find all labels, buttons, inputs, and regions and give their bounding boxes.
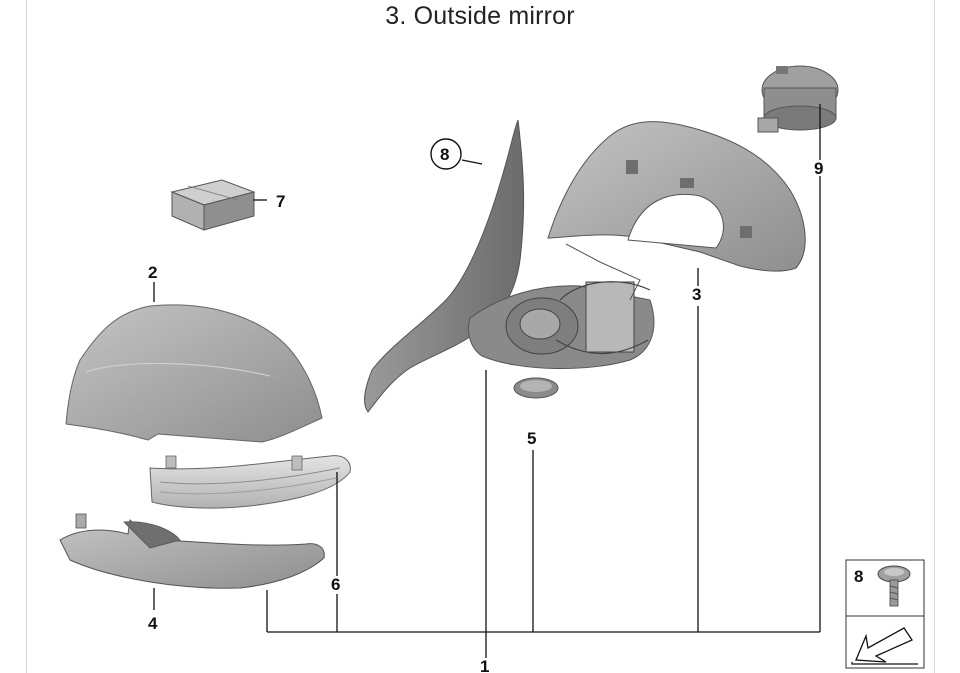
callout-4: 4 bbox=[148, 614, 158, 633]
part-3-mirror-housing bbox=[547, 121, 806, 272]
leader-lines bbox=[153, 104, 821, 658]
page-title: 3. Outside mirror bbox=[385, 2, 575, 30]
screw-legend-box: 8 bbox=[845, 559, 925, 617]
left-border bbox=[26, 0, 27, 673]
part-9-motor bbox=[757, 65, 839, 133]
callout-5: 5 bbox=[527, 429, 536, 448]
part-2-mirror-cap bbox=[65, 304, 323, 443]
part-4-lower-cover bbox=[59, 513, 325, 589]
callout-8-circled: 8 bbox=[430, 138, 462, 170]
part-6-turn-signal bbox=[149, 455, 351, 509]
arrow-legend-box bbox=[845, 615, 925, 669]
callout-1: 1 bbox=[480, 657, 489, 673]
callout-7: 7 bbox=[276, 192, 285, 211]
callout-8-circled-label: 8 bbox=[440, 145, 449, 164]
callout-8-box: 8 bbox=[854, 567, 863, 586]
callout-9: 9 bbox=[814, 159, 823, 178]
callout-6: 6 bbox=[331, 575, 340, 594]
arrow-icon bbox=[851, 627, 918, 665]
mirror-adjuster-motor bbox=[505, 243, 651, 355]
callout-2: 2 bbox=[148, 263, 157, 282]
screw-icon bbox=[877, 565, 911, 607]
right-border bbox=[934, 0, 935, 673]
part-7-box bbox=[170, 179, 256, 231]
circle-outline-icon bbox=[430, 138, 462, 170]
callout-3: 3 bbox=[692, 285, 701, 304]
part-5-cap bbox=[513, 377, 559, 399]
